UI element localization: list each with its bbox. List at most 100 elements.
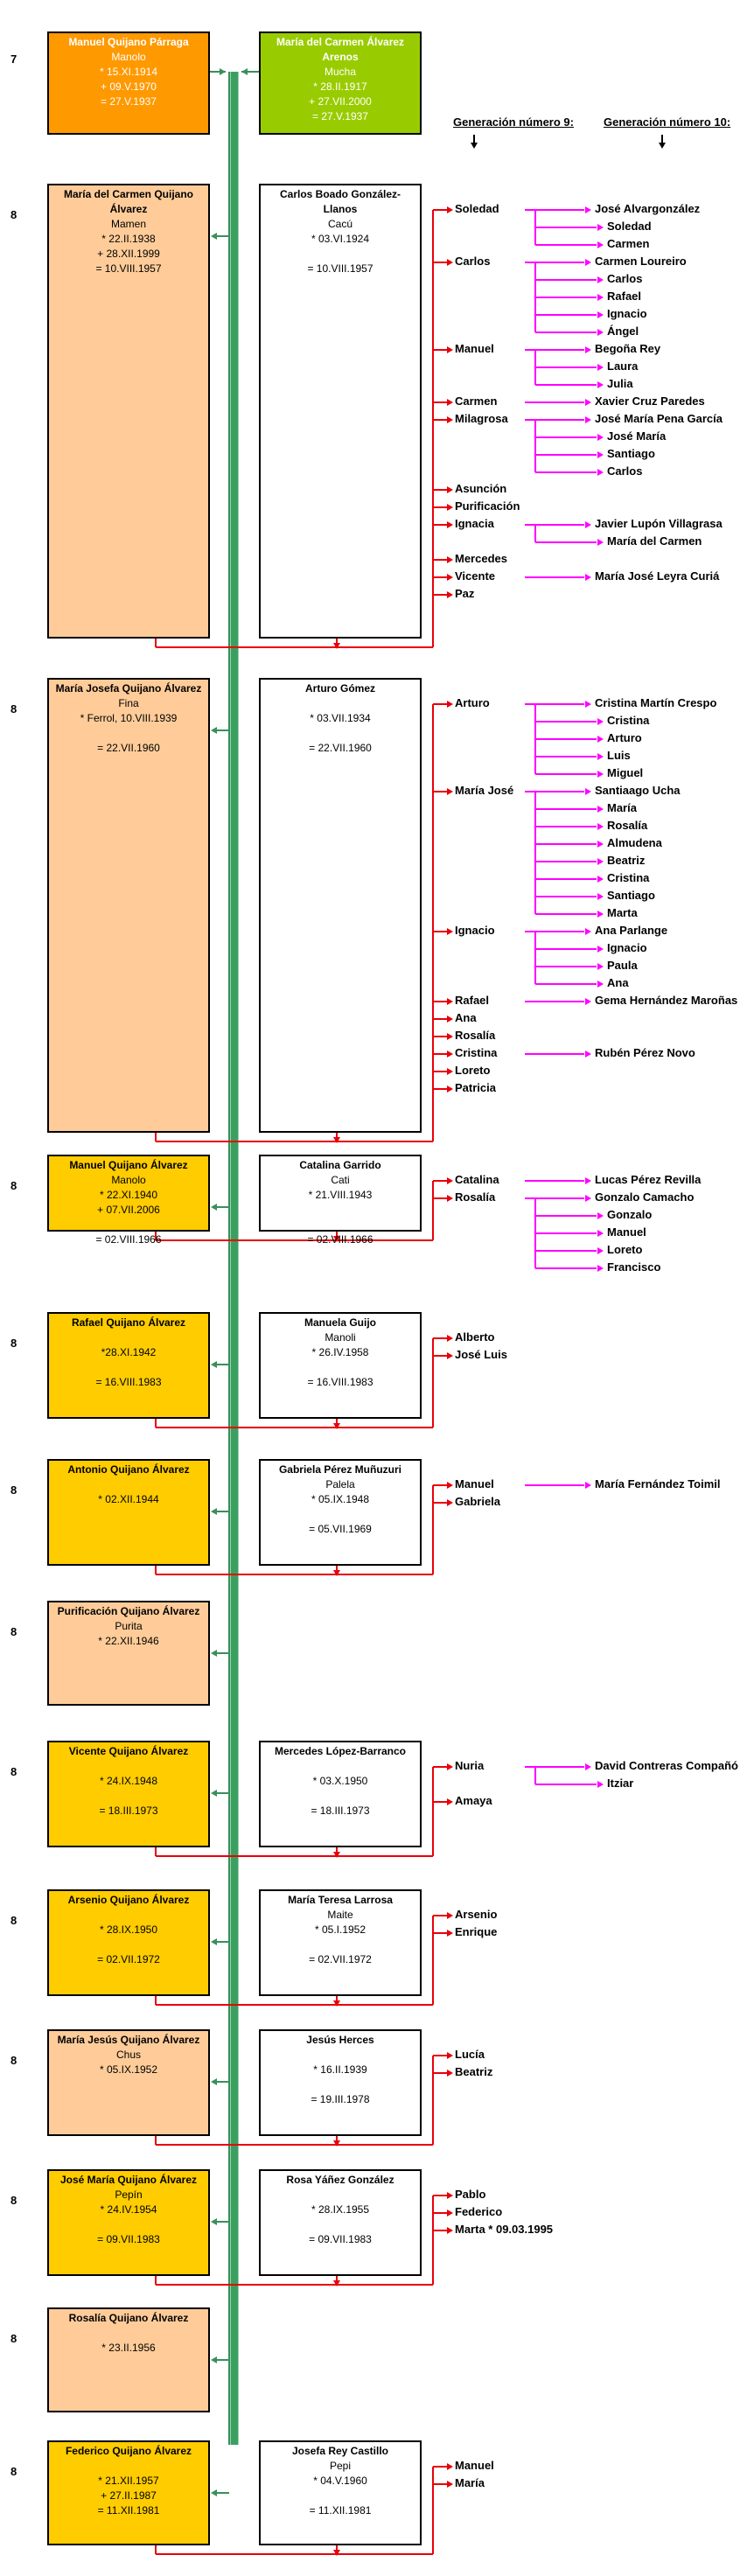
right-arrow-icon (447, 1086, 453, 1093)
child-box-detail: * 24.IX.1948 (99, 1775, 158, 1787)
child-box: Federico Quijano Álvarez * 21.XII.1957+ … (47, 2440, 210, 2545)
right-arrow-icon (585, 346, 591, 353)
right-arrow-icon (447, 701, 453, 708)
spouse-box-detail (261, 2048, 420, 2063)
child-box-detail: Chus (115, 2049, 141, 2061)
child-box-detail: * 22.II.1938 (101, 233, 156, 245)
grandchild-name: Manuel (455, 1477, 494, 1490)
left-arrow-icon (211, 1650, 217, 1657)
child-box-detail (49, 1759, 208, 1774)
child-box-detail: = 09.VII.1983 (97, 2233, 160, 2245)
child-box: Antonio Quijano Álvarez * 02.XII.1944 (47, 1459, 210, 1566)
grandchild-name: Ignacia (455, 517, 494, 530)
right-arrow-icon (447, 2463, 453, 2470)
child-box-name: Arsenio Quijano Álvarez (67, 1894, 190, 1906)
left-arrow-icon (211, 1508, 217, 1515)
grandchild-spouse: José María Pena García (595, 412, 723, 425)
right-arrow-icon (447, 1912, 453, 1919)
spouse-box-detail (261, 696, 420, 711)
child-box-detail (49, 1789, 208, 1804)
left-arrow-icon (241, 68, 248, 75)
great-grandchild-name: Miguel (607, 766, 644, 779)
spouse-box-detail: Palela (325, 1478, 355, 1490)
child-box-detail: + 07.VII.2006 (97, 1204, 160, 1216)
grandchild-name: María José (455, 784, 514, 797)
right-arrow-icon (447, 2227, 453, 2234)
right-arrow-icon (597, 469, 604, 476)
right-arrow-icon (597, 276, 604, 283)
right-arrow-icon (447, 2209, 453, 2216)
spouse-box-detail (261, 1360, 420, 1375)
great-grandchild-name: Ángel (607, 325, 639, 338)
great-grandchild-name: Rafael (607, 290, 642, 303)
spouse-box-name: María Teresa Larrosa (288, 1894, 393, 1906)
grandfather-box-detail: = 27.V.1937 (101, 95, 157, 108)
right-arrow-icon (447, 574, 453, 581)
right-arrow-icon (597, 224, 604, 231)
right-arrow-icon (447, 788, 453, 795)
child-box-detail: * Ferrol, 10.VIII.1939 (80, 712, 178, 724)
right-arrow-icon (585, 399, 591, 406)
spouse-box-detail: Manoli (325, 1331, 356, 1344)
spouse-box-detail: = 05.VII.1969 (309, 1523, 372, 1535)
right-arrow-icon (597, 841, 604, 848)
great-grandchild-name: Carlos (607, 272, 643, 285)
right-arrow-icon (597, 539, 604, 546)
right-arrow-icon (597, 294, 604, 301)
right-arrow-icon (447, 1930, 453, 1937)
spouse-box-detail (261, 1789, 420, 1804)
grandchild-spouse: Ana Parlange (595, 924, 668, 937)
great-grandchild-name: Beatriz (607, 854, 646, 867)
great-grandchild-name: Gonzalo (607, 1208, 653, 1221)
right-arrow-icon (447, 2481, 453, 2488)
generation-number: 8 (10, 2194, 17, 2207)
grandfather-box-detail: * 15.XI.1914 (99, 66, 158, 78)
right-arrow-icon (585, 1177, 591, 1184)
child-box-name: María Jesús Quijano Álvarez (57, 2034, 200, 2046)
right-arrow-icon (447, 1352, 453, 1359)
child-box-detail: * 22.XII.1946 (98, 1635, 159, 1647)
down-arrow-icon (333, 2000, 340, 2007)
child-box-name: Vicente Quijano Álvarez (68, 1745, 189, 1757)
right-arrow-icon (447, 556, 453, 563)
right-arrow-icon (585, 1051, 591, 1058)
grandmother-box-detail: Mucha (324, 66, 357, 78)
down-arrow-icon (471, 143, 478, 149)
spouse-box-name: Catalina Garrido (299, 1159, 381, 1171)
grandchild-name: Mercedes (455, 552, 507, 565)
right-arrow-icon (597, 963, 604, 970)
great-grandchild-name: Loreto (607, 1243, 643, 1256)
child-box-detail (49, 2217, 208, 2232)
left-arrow-icon (211, 2489, 217, 2496)
spouse-box-detail (261, 726, 420, 741)
right-arrow-icon (597, 364, 604, 371)
spouse-box: Mercedes López-Barranco * 03.X.1950 = 18… (259, 1741, 422, 1847)
down-arrow-icon (659, 143, 666, 149)
spouse-box-name: Manuela Guijo (304, 1316, 376, 1329)
grandchild-spouse: María José Leyra Curiá (595, 569, 720, 583)
grandmother-box-detail: + 27.VII.2000 (309, 95, 372, 108)
generation-number: 8 (10, 1179, 17, 1192)
right-arrow-icon (597, 311, 604, 318)
right-arrow-icon (447, 1482, 453, 1489)
right-arrow-icon (585, 1195, 591, 1202)
right-arrow-icon (447, 928, 453, 935)
header-generation-10: Generación número 10: (604, 115, 731, 129)
spouse-box-detail: * 03.X.1950 (312, 1775, 368, 1787)
grandchild-name: Carlos (455, 255, 491, 268)
right-arrow-icon (585, 206, 591, 213)
grandchild-name: Gabriela (455, 1495, 501, 1508)
spouse-box-detail: = 16.VIII.1983 (307, 1376, 374, 1388)
left-arrow-icon (211, 1790, 217, 1797)
great-grandchild-name: Santiago (607, 447, 655, 460)
spouse-box-detail (261, 1218, 420, 1232)
grandchild-name: Asunción (455, 482, 507, 495)
spouse-box-detail: * 21.VIII.1943 (308, 1189, 373, 1201)
great-grandchild-name: Itziar (607, 1777, 634, 1790)
down-arrow-icon (333, 1423, 340, 1429)
grandchild-name: Alberto (455, 1330, 495, 1344)
right-arrow-icon (447, 2192, 453, 2199)
